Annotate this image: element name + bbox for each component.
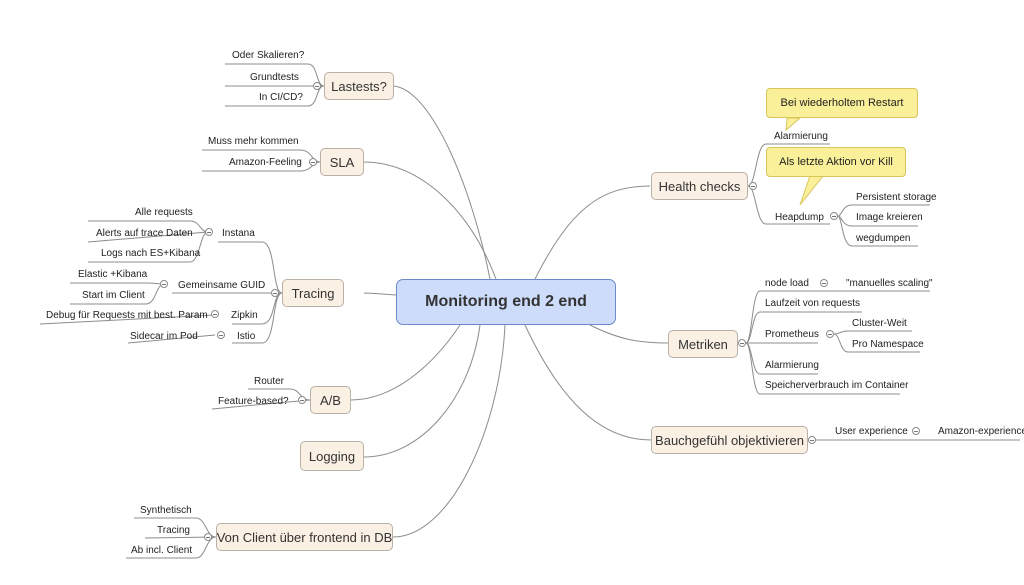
collapse-tracing-icon[interactable] <box>271 289 279 297</box>
collapse-guid-icon[interactable] <box>160 280 168 288</box>
collapse-ab-icon[interactable] <box>298 396 306 404</box>
leaf-prometheus[interactable]: Prometheus <box>765 329 819 340</box>
callout-wiederholtem-restart[interactable]: Bei wiederholtem Restart <box>766 88 918 118</box>
leaf-oder-skalieren[interactable]: Oder Skalieren? <box>232 50 305 61</box>
leaf-amazon-feeling[interactable]: Amazon-Feeling <box>229 157 302 168</box>
leaf-feature-based[interactable]: Feature-based? <box>218 396 289 407</box>
leaf-start-im-client[interactable]: Start im Client <box>82 290 145 301</box>
leaf-instana[interactable]: Instana <box>222 228 255 239</box>
leaf-wegdumpen[interactable]: wegdumpen <box>856 233 911 244</box>
leaf-manuelles-scaling[interactable]: "manuelles scaling" <box>846 278 933 289</box>
leaf-alarmierung-metriken[interactable]: Alarmierung <box>765 360 819 371</box>
callout-letzte-aktion[interactable]: Als letzte Aktion vor Kill <box>766 147 906 177</box>
collapse-instana-icon[interactable] <box>205 228 213 236</box>
leaf-in-cicd[interactable]: In CI/CD? <box>259 92 303 103</box>
collapse-health-icon[interactable] <box>749 182 757 190</box>
collapse-bauch-icon[interactable] <box>808 436 816 444</box>
collapse-heapdump-icon[interactable] <box>830 212 838 220</box>
central-topic[interactable]: Monitoring end 2 end <box>396 279 616 325</box>
node-metriken[interactable]: Metriken <box>668 330 738 358</box>
collapse-nodeload-icon[interactable] <box>820 279 828 287</box>
leaf-alle-requests[interactable]: Alle requests <box>135 207 193 218</box>
collapse-prometheus-icon[interactable] <box>826 330 834 338</box>
leaf-pro-namespace[interactable]: Pro Namespace <box>852 339 924 350</box>
node-lastests[interactable]: Lastests? <box>324 72 394 100</box>
leaf-heapdump[interactable]: Heapdump <box>775 212 824 223</box>
leaf-persistent-storage[interactable]: Persistent storage <box>856 192 937 203</box>
node-sla[interactable]: SLA <box>320 148 364 176</box>
leaf-debug-requests[interactable]: Debug für Requests mit best. Param <box>46 310 208 321</box>
leaf-alarmierung-health[interactable]: Alarmierung <box>774 131 828 142</box>
node-ab[interactable]: A/B <box>310 386 351 414</box>
leaf-router[interactable]: Router <box>254 376 285 387</box>
leaf-istio[interactable]: Istio <box>237 331 256 342</box>
node-tracing[interactable]: Tracing <box>282 279 344 307</box>
collapse-userexp-icon[interactable] <box>912 427 920 435</box>
node-bauchgefuehl[interactable]: Bauchgefühl objektivieren <box>651 426 808 454</box>
node-health-checks[interactable]: Health checks <box>651 172 748 200</box>
leaf-gemeinsame-guid[interactable]: Gemeinsame GUID <box>178 280 266 291</box>
collapse-metriken-icon[interactable] <box>738 339 746 347</box>
leaf-speicherverbrauch[interactable]: Speicherverbrauch im Container <box>765 380 909 391</box>
leaf-synthetisch[interactable]: Synthetisch <box>140 505 192 516</box>
leaf-logs-es-kibana[interactable]: Logs nach ES+Kibana <box>101 248 201 259</box>
collapse-lastests-icon[interactable] <box>313 82 321 90</box>
leaf-user-experience[interactable]: User experience <box>835 426 908 437</box>
node-client[interactable]: Von Client über frontend in DB <box>216 523 393 551</box>
leaf-elastic-kibana[interactable]: Elastic +Kibana <box>78 269 148 280</box>
collapse-sla-icon[interactable] <box>309 158 317 166</box>
leaf-ab-incl-client[interactable]: Ab incl. Client <box>131 545 193 556</box>
leaf-muss-mehr-kommen[interactable]: Muss mehr kommen <box>208 136 299 147</box>
leaf-node-load[interactable]: node load <box>765 278 809 289</box>
leaf-tracing-client[interactable]: Tracing <box>157 525 190 536</box>
leaf-cluster-weit[interactable]: Cluster-Weit <box>852 318 907 329</box>
collapse-client-icon[interactable] <box>204 533 212 541</box>
leaf-amazon-experience[interactable]: Amazon-experience <box>938 426 1024 437</box>
leaf-image-kreieren[interactable]: Image kreieren <box>856 212 923 223</box>
node-logging[interactable]: Logging <box>300 441 364 471</box>
leaf-grundtests[interactable]: Grundtests <box>250 72 299 83</box>
collapse-istio-icon[interactable] <box>217 331 225 339</box>
leaf-zipkin[interactable]: Zipkin <box>231 310 258 321</box>
leaf-laufzeit-requests[interactable]: Laufzeit von requests <box>765 298 861 309</box>
leaf-sidecar-im-pod[interactable]: Sidecar im Pod <box>130 331 198 342</box>
collapse-zipkin-icon[interactable] <box>211 310 219 318</box>
leaf-alerts-trace[interactable]: Alerts auf trace Daten <box>96 228 193 239</box>
